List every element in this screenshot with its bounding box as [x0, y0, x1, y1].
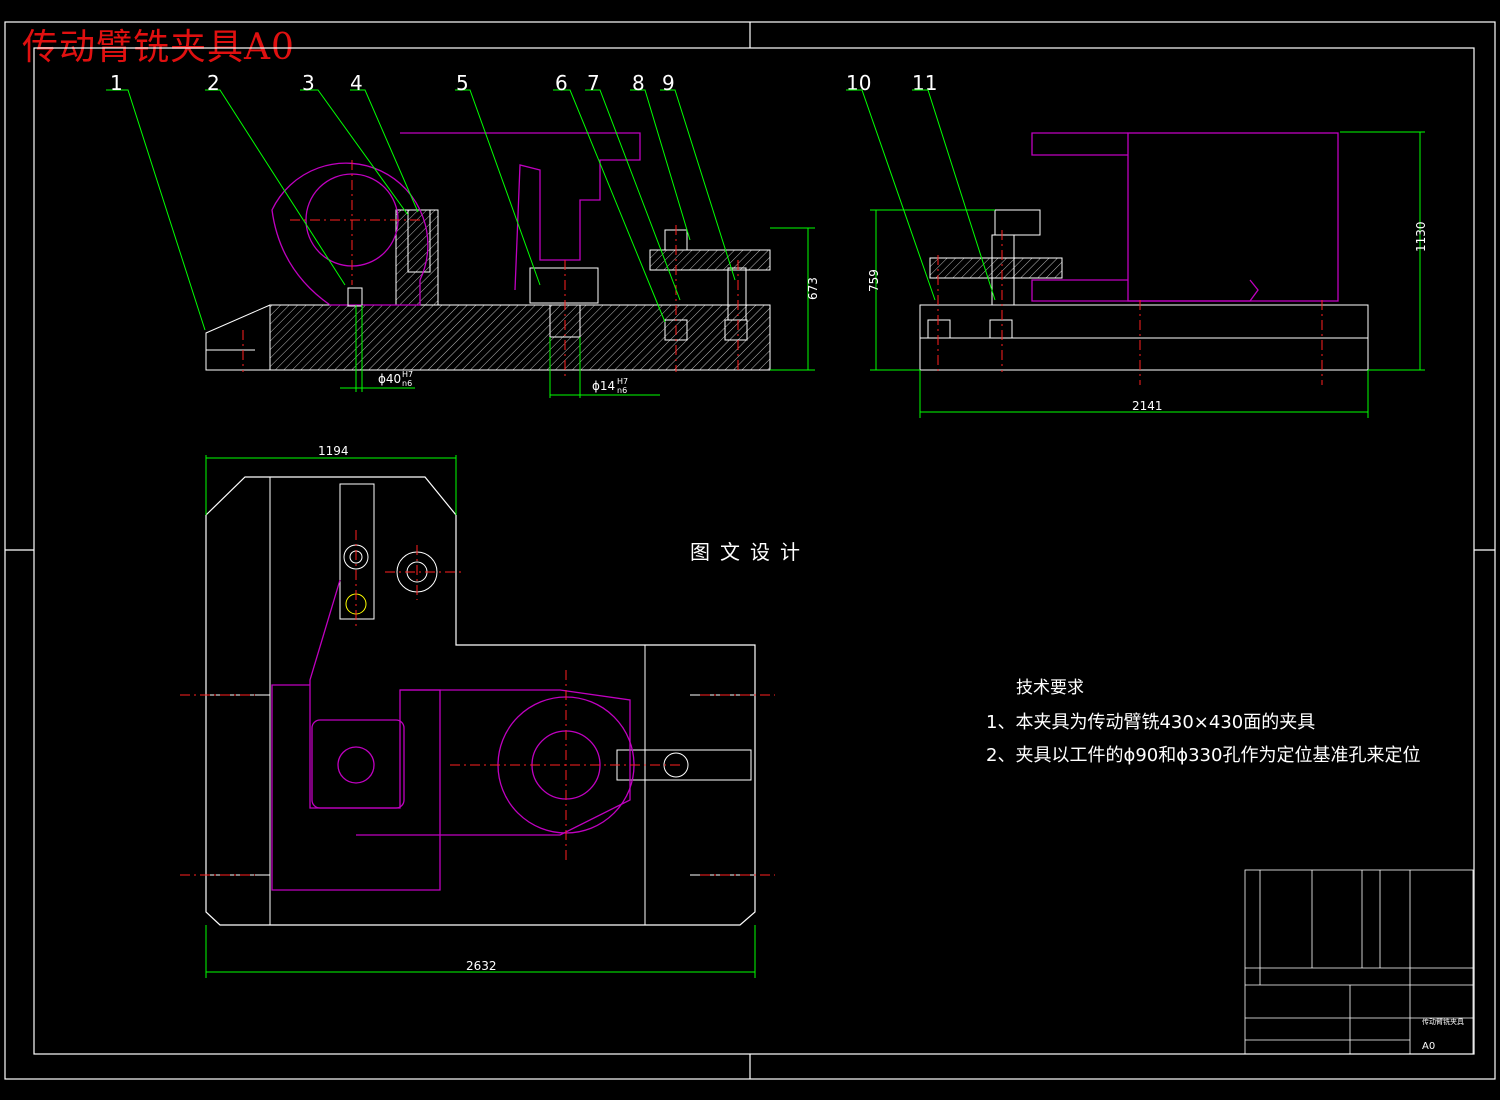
- part-number-7: 7: [587, 71, 600, 95]
- tech-requirements-heading: 技术要求: [1016, 678, 1084, 698]
- part-number-6: 6: [555, 71, 568, 95]
- fit-phi14-upper: H7: [617, 377, 628, 386]
- dim-2141: 2141: [1132, 399, 1163, 413]
- dim-759: 759: [867, 269, 881, 292]
- tech-requirement-2: 2、夹具以工件的ϕ90和ϕ330孔作为定位基准孔来定位: [986, 745, 1421, 766]
- part-number-8: 8: [632, 71, 645, 95]
- part-number-9: 9: [662, 71, 675, 95]
- part-number-11: 11: [912, 71, 937, 95]
- part-number-5: 5: [456, 71, 469, 95]
- part-number-10: 10: [846, 71, 871, 95]
- studio-watermark-text: 图文设计: [690, 540, 810, 564]
- title-block-drawing-name: 传动臂铣夹具: [1422, 1017, 1464, 1026]
- tech-requirement-1: 1、本夹具为传动臂铣430×430面的夹具: [986, 712, 1316, 733]
- dim-2632: 2632: [466, 959, 497, 973]
- part-number-2: 2: [207, 71, 220, 95]
- part-number-labels: 1 2 3 4 5 6 7 8 9 10 11: [110, 71, 937, 95]
- title-block-sheet-size: A0: [1422, 1041, 1435, 1052]
- fit-phi14-lower: n6: [617, 386, 627, 395]
- part-number-1: 1: [110, 71, 123, 95]
- front-view: 673 ϕ40 H7 n6 ϕ14 H7 n6: [106, 89, 820, 398]
- dim-1130: 1130: [1414, 221, 1428, 252]
- dim-673: 673: [806, 277, 820, 300]
- title-block: [1244, 869, 1474, 1055]
- fit-phi40-upper: H7: [402, 370, 413, 379]
- fit-phi40: ϕ40: [378, 372, 401, 386]
- part-number-4: 4: [350, 71, 363, 95]
- side-view: 759 1130 2141: [846, 89, 1428, 418]
- fit-phi14: ϕ14: [592, 379, 615, 393]
- part-number-3: 3: [302, 71, 315, 95]
- fit-phi40-lower: n6: [402, 379, 412, 388]
- drawing-frame: [4, 21, 1496, 1080]
- top-view: 1194 2632: [180, 444, 775, 978]
- dim-1194: 1194: [318, 444, 349, 458]
